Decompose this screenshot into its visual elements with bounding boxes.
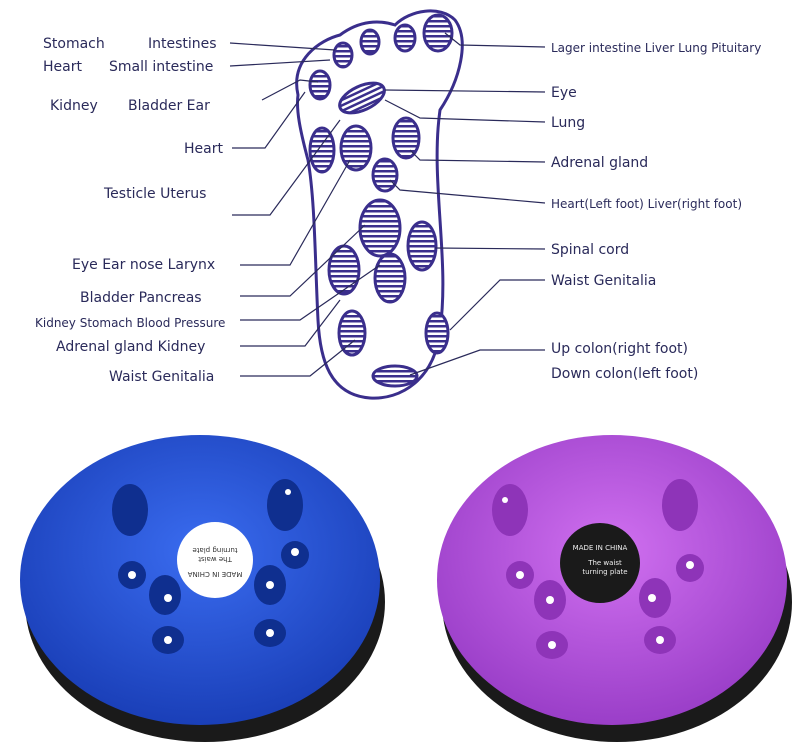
purple-disc-sticker	[560, 523, 640, 603]
label-heart-liver: Heart(Left foot) Liver(right foot)	[551, 197, 742, 211]
label-stomach: Stomach	[43, 36, 105, 52]
label-bladder-pancreas: Bladder Pancreas	[80, 290, 202, 306]
label-lung: Lung	[551, 115, 585, 131]
purple-waist-twister-disc: MADE IN CHINA The waist turning plate	[437, 435, 792, 742]
label-waist-genitalia: Waist Genitalia	[109, 369, 214, 385]
label-bladder-ear: Bladder Ear	[128, 98, 210, 114]
purple-disc-line2: The waist	[587, 559, 622, 567]
label-eye: Eye	[551, 85, 577, 101]
label-kidney: Kidney	[50, 98, 98, 114]
label-heart-2: Heart	[184, 141, 223, 157]
label-eye-ear-nose-larynx: Eye Ear nose Larynx	[72, 257, 215, 273]
purple-disc-line3: turning plate	[582, 568, 627, 576]
label-adrenal-kidney: Adrenal gland Kidney	[56, 339, 205, 355]
label-kidney-stomach-bp: Kidney Stomach Blood Pressure	[35, 316, 225, 330]
label-heart: Heart	[43, 59, 82, 75]
left-labels: Stomach Intestines Heart Small intestine…	[35, 36, 225, 385]
foot-outline	[295, 9, 464, 400]
reflex-zones	[308, 13, 454, 388]
label-intestines: Intestines	[148, 36, 217, 52]
blue-disc-line3: turning plate	[192, 546, 237, 554]
label-waist-genitalia-right: Waist Genitalia	[551, 273, 656, 289]
blue-disc-sticker	[177, 522, 253, 598]
label-testicle-uterus: Testicle Uterus	[103, 186, 206, 202]
label-small-intestine: Small intestine	[109, 59, 213, 75]
purple-disc-made-in-china: MADE IN CHINA	[573, 544, 628, 552]
blue-disc-line2: The waist	[198, 555, 233, 563]
label-spinal-cord: Spinal cord	[551, 242, 629, 258]
label-down-colon: Down colon(left foot)	[551, 366, 698, 382]
blue-waist-twister-disc: MADE IN CHINA The waist turning plate	[20, 435, 385, 742]
label-adrenal-gland: Adrenal gland	[551, 155, 648, 171]
right-labels: Lager intestine Liver Lung Pituitary Eye…	[551, 41, 761, 382]
leader-lines	[229, 32, 546, 377]
label-lager-intestine: Lager intestine Liver Lung Pituitary	[551, 41, 761, 55]
label-up-colon: Up colon(right foot)	[551, 341, 688, 357]
blue-disc-made-in-china: MADE IN CHINA	[187, 570, 242, 578]
